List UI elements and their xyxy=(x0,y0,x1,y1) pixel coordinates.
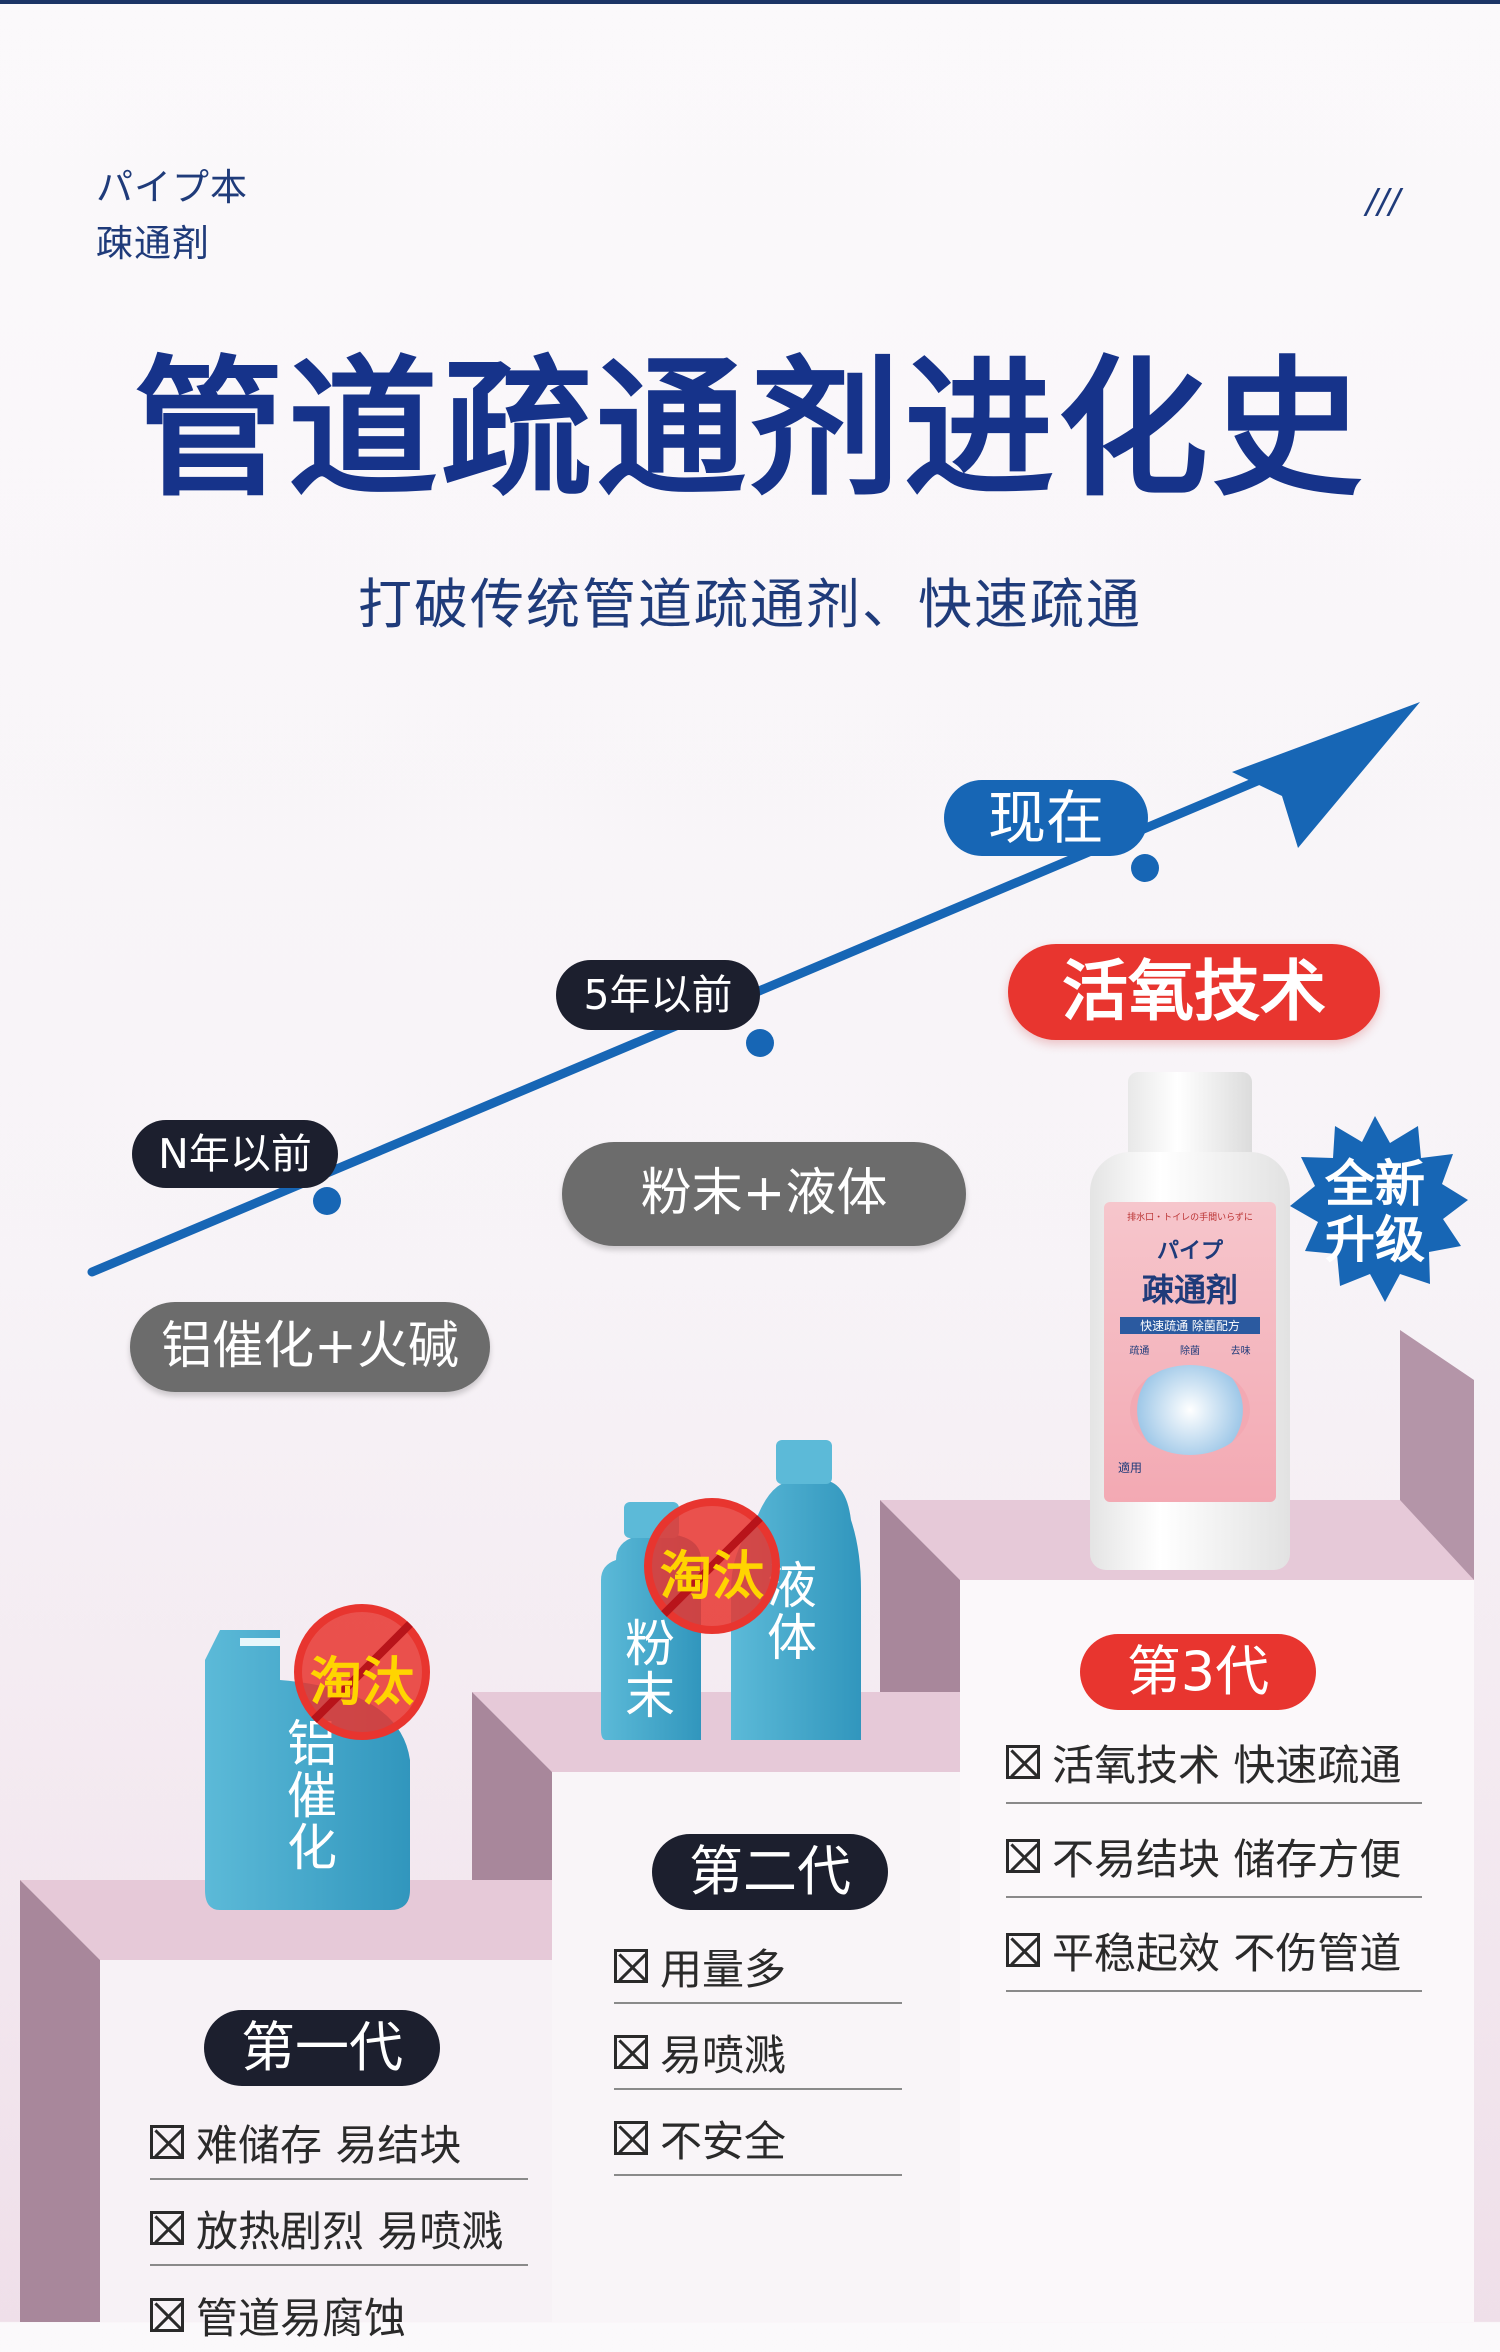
list-item: 易喷溅 xyxy=(614,2004,902,2090)
brand-logo-text: パイプ本 疎通剤 xyxy=(96,160,248,272)
label-product-name: 疎通剤 xyxy=(1141,1271,1238,1309)
stamp-label: 淘汰 xyxy=(309,1653,414,1713)
tech-label-1: 铝催化+火碱 xyxy=(130,1302,490,1392)
list-item: 平稳起效 不伤管道 xyxy=(1006,1898,1422,1992)
x-box-icon xyxy=(1006,1839,1040,1873)
list-item: 用量多 xyxy=(614,1918,902,2004)
era-label-3: 现在 xyxy=(944,780,1148,856)
product-bottle: 排水口・トイレの手間いらずに パイプ 疎通剤 快速疏通 除菌配方 疏通 除菌 去… xyxy=(1090,1072,1290,1570)
label-tags: 疏通 除菌 去味 xyxy=(1129,1346,1251,1357)
gen2-powder-label: 粉 末 xyxy=(625,1615,675,1725)
badge-text: 全新 升级 xyxy=(1325,1155,1425,1269)
stamp-label: 淘汰 xyxy=(659,1547,764,1607)
label-usage: 適用 xyxy=(1118,1461,1143,1475)
x-box-icon xyxy=(614,2121,648,2155)
step3-back-wall xyxy=(1400,1330,1474,1580)
tech-label-3: 活氧技术 xyxy=(1008,944,1380,1040)
tech-label-2: 粉末+液体 xyxy=(562,1142,966,1246)
page-title: 管道疏通剂进化史 xyxy=(133,343,1366,517)
label-pipe-illustration xyxy=(1130,1365,1250,1455)
brand-line-1: パイプ本 xyxy=(96,166,248,209)
era-label-1: N年以前 xyxy=(132,1120,338,1188)
step1-side xyxy=(20,1880,100,2322)
prohibited-icon xyxy=(644,1498,780,1634)
label-tagline: 快速疏通 除菌配方 xyxy=(1120,1317,1260,1334)
list-item: 难储存 易结块 xyxy=(150,2094,528,2180)
list-item: 管道易腐蚀 xyxy=(150,2266,528,2352)
new-upgrade-badge: 全新 升级 xyxy=(1282,1116,1468,1302)
timeline-dot-1 xyxy=(313,1187,341,1215)
x-box-icon xyxy=(150,2298,184,2332)
bottle-cap xyxy=(1128,1072,1252,1154)
generation-1-list: 难储存 易结块 放热剧烈 易喷溅 管道易腐蚀 xyxy=(150,2094,528,2352)
timeline-dot-2 xyxy=(746,1029,774,1057)
generation-3-label: 第3代 xyxy=(1080,1634,1316,1710)
generation-3-list: 活氧技术 快速疏通 不易结块 储存方便 平稳起效 不伤管道 xyxy=(1006,1710,1422,1992)
x-box-icon xyxy=(614,1949,648,1983)
timeline-dot-3 xyxy=(1131,854,1159,882)
generation-1-label: 第一代 xyxy=(204,2010,440,2086)
generation-2-list: 用量多 易喷溅 不安全 xyxy=(614,1918,902,2176)
list-item: 不易结块 储存方便 xyxy=(1006,1804,1422,1898)
obsolete-stamp-gen1: 淘汰 xyxy=(292,1602,432,1742)
brand-line-2: 疎通剤 xyxy=(96,222,210,265)
obsolete-stamp-gen2: 淘汰 xyxy=(642,1496,782,1636)
x-box-icon xyxy=(150,2125,184,2159)
label-top-text: 排水口・トイレの手間いらずに xyxy=(1127,1213,1253,1223)
list-item: 不安全 xyxy=(614,2090,902,2176)
era-label-2: 5年以前 xyxy=(556,960,760,1030)
generation-2-label: 第二代 xyxy=(652,1834,888,1910)
decorative-slashes: /// xyxy=(1366,182,1401,222)
list-item: 放热剧烈 易喷溅 xyxy=(150,2180,528,2266)
label-brand: パイプ xyxy=(1156,1239,1223,1264)
starburst-icon xyxy=(1290,1116,1468,1302)
step1-top xyxy=(20,1880,552,1960)
page-subtitle: 打破传统管道疏通剂、快速疏通 xyxy=(358,573,1142,636)
list-item: 活氧技术 快速疏通 xyxy=(1006,1710,1422,1804)
prohibited-icon xyxy=(294,1604,430,1740)
x-box-icon xyxy=(1006,1933,1040,1967)
x-box-icon xyxy=(150,2211,184,2245)
x-box-icon xyxy=(614,2035,648,2069)
bottle-label: 排水口・トイレの手間いらずに パイプ 疎通剤 快速疏通 除菌配方 疏通 除菌 去… xyxy=(1104,1202,1276,1502)
timeline-arrowhead xyxy=(1232,702,1420,848)
x-box-icon xyxy=(1006,1745,1040,1779)
top-border xyxy=(0,0,1500,4)
